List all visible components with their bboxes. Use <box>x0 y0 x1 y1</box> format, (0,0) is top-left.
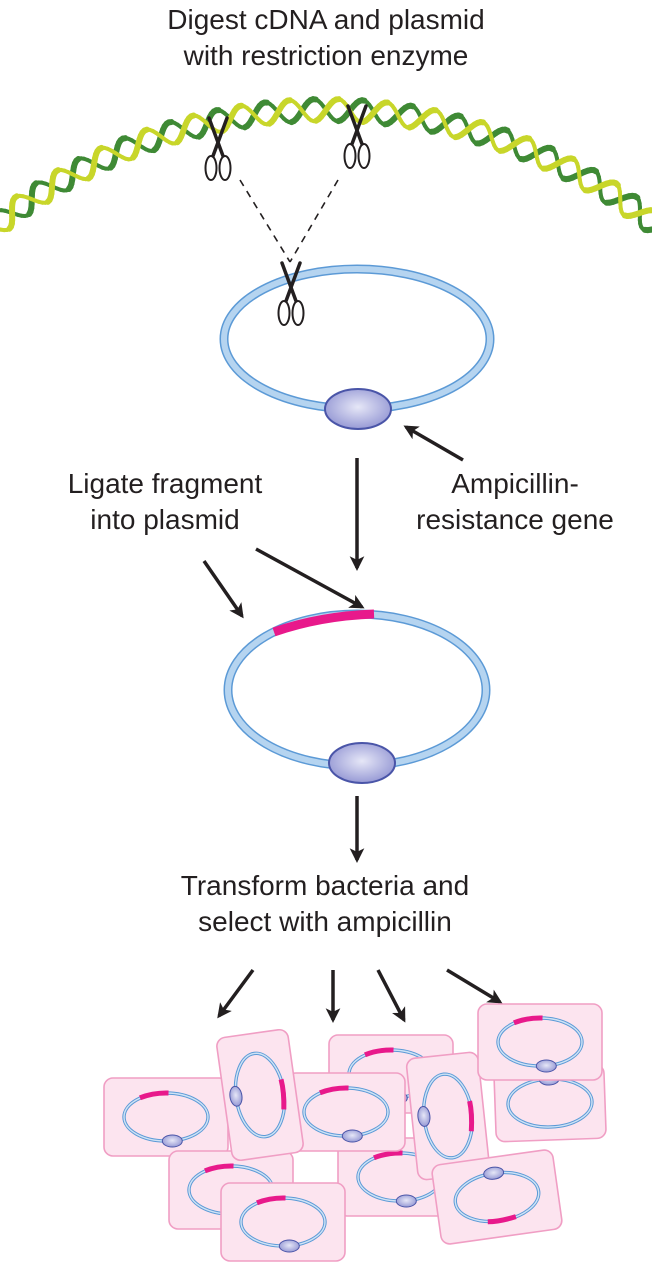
amp-resistance-gene <box>328 742 396 784</box>
amp-resistance-gene <box>417 1105 431 1127</box>
bacterium-cell <box>477 1003 603 1081</box>
bacteria-colony <box>103 1003 607 1262</box>
transform-step-label: Transform bacteria and select with ampic… <box>100 868 550 940</box>
amp-resistance-gene <box>229 1085 243 1107</box>
arrow-icon <box>446 968 503 1004</box>
cdna-insert <box>467 1100 475 1132</box>
ligate-line-1: Ligate fragment <box>67 468 263 499</box>
arrow-icon <box>376 969 406 1023</box>
cut-guide-line-right <box>289 179 339 263</box>
digest-line-1: Digest cDNA and plasmid <box>167 4 485 35</box>
cut-guide-line-left <box>239 179 291 263</box>
arrow-icon <box>255 547 365 609</box>
amp-gene-line-2: resistance gene <box>416 504 614 535</box>
bacterium-cell <box>220 1182 346 1262</box>
amp-gene-line-1: Ampicillin- <box>451 468 579 499</box>
amp-resistance-gene <box>535 1059 557 1073</box>
cdna-insert <box>513 1015 543 1026</box>
cdna-insert <box>487 1214 517 1225</box>
cdna-insert <box>278 1078 287 1110</box>
amp-resistance-gene <box>395 1194 417 1208</box>
amp-resistance-gene <box>483 1166 505 1180</box>
arrow-icon <box>403 425 464 462</box>
amp-resistance-gene <box>341 1129 363 1143</box>
amp-resistance-gene <box>324 388 392 430</box>
digest-step-label: Digest cDNA and plasmid with restriction… <box>0 2 652 74</box>
amp-resistance-gene <box>278 1239 300 1253</box>
arrow-icon <box>202 560 244 619</box>
cdna-double-helix <box>0 96 652 234</box>
bacterium-cell <box>103 1077 229 1157</box>
cdna-insert <box>204 1163 234 1174</box>
cdna-insert <box>139 1090 169 1101</box>
bacterium-cell <box>286 1072 406 1152</box>
cdna-insert <box>319 1085 349 1096</box>
transform-line-1: Transform bacteria and <box>180 870 470 901</box>
amp-resistance-gene <box>161 1134 183 1148</box>
cdna-insert <box>256 1195 286 1206</box>
ligate-step-label: Ligate fragment into plasmid <box>40 466 290 538</box>
transform-line-2: select with ampicillin <box>198 906 452 937</box>
plasmid-uncut <box>219 264 495 430</box>
bacterium-cell <box>216 1028 304 1162</box>
cdna-insert <box>373 1150 403 1161</box>
cdna-insert <box>364 1047 394 1058</box>
amp-gene-label: Ampicillin- resistance gene <box>395 466 635 538</box>
digest-line-2: with restriction enzyme <box>183 40 469 71</box>
arrow-icon <box>217 968 255 1019</box>
plasmid-recombinant <box>223 609 491 784</box>
ligate-line-2: into plasmid <box>90 504 240 535</box>
cdna-insert <box>272 609 375 637</box>
bacterium-cell <box>431 1149 563 1245</box>
